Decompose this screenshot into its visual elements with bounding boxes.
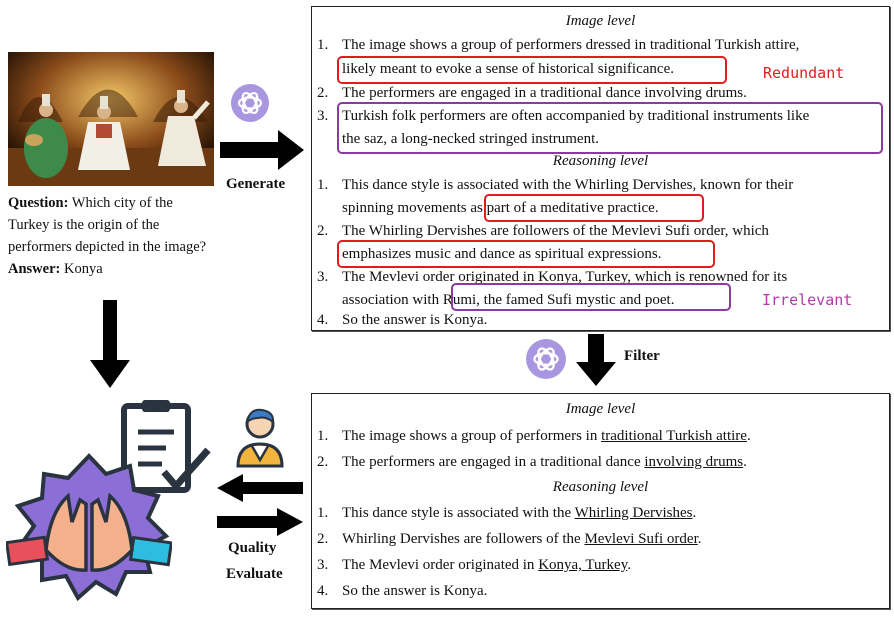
rationale-line: The performers are engaged in a traditio… [342,85,747,101]
question-text-line2: Turkey is the origin of the [8,217,160,233]
question-label: Question: [8,195,69,211]
item-number: 4. [317,312,329,328]
rationale-line: association with Rumi, the famed Sufi my… [342,292,675,308]
rationale-line: spinning movements as part of a meditati… [342,200,659,216]
right-arrow [220,130,304,170]
item-number: 3. [317,108,329,124]
image-level-heading: Image level [565,401,636,417]
rationale-line: The performers are engaged in a traditio… [342,454,747,470]
item-number: 4. [317,583,329,599]
down-arrow [90,300,130,388]
irrelevant-highlight [451,283,731,311]
item-number: 1. [317,505,329,521]
rationale-line: The image shows a group of performers dr… [342,37,800,53]
rationale-line: Whirling Dervishes are followers of the … [342,531,702,547]
redundant-highlight [337,56,727,84]
rationale-line: So the answer is Konya. [342,583,488,599]
item-number: 2. [317,85,329,101]
rationale-line: This dance style is associated with the … [342,177,794,193]
reasoning-level-heading: Reasoning level [552,479,649,495]
openai-logo-icon [231,84,269,122]
generated-rationale-panel: Image level 1. The image shows a group o… [311,6,890,331]
reviewer-person-icon [236,408,284,468]
irrelevant-tag: Irrelevant [762,291,853,309]
filter-label: Filter [624,348,660,364]
key-phrase: traditional Turkish attire [601,428,747,444]
rationale-line: Turkish folk performers are often accomp… [342,108,810,124]
high-five-badge-icon [6,453,172,602]
key-phrase: Konya, Turkey [538,557,628,573]
key-phrase: Whirling Dervishes [574,505,693,521]
key-phrase: involving drums [644,454,744,470]
rationale-line: The Mevlevi order originated in Konya, T… [342,269,788,285]
answer-text: Konya [60,261,103,277]
redundant-highlight [484,194,704,222]
performers-photo [8,52,214,186]
rationale-line: The image shows a group of performers in… [342,428,751,444]
item-number: 3. [317,269,329,285]
item-number: 3. [317,557,329,573]
rationale-line: This dance style is associated with the … [342,505,697,521]
rationale-line: the saz, a long-necked stringed instrume… [342,131,600,147]
key-phrase: Mevlevi Sufi order [584,531,698,547]
item-number: 2. [317,223,329,239]
reasoning-level-heading: Reasoning level [552,153,649,169]
question-answer-block: Question: Which city of the Turkey is th… [8,192,258,280]
rationale-line: The Whirling Dervishes are followers of … [342,223,769,239]
item-number: 1. [317,37,329,53]
bidirectional-arrows [217,474,303,536]
quality-label: Quality [228,540,277,556]
rationale-line: The Mevlevi order originated in Konya, T… [342,557,631,573]
irrelevant-highlight [337,102,883,154]
filtered-rationale-panel: Image level 1. The image shows a group o… [311,393,890,609]
item-number: 1. [317,428,329,444]
rationale-line: emphasizes music and dance as spiritual … [342,246,662,262]
evaluate-label: Evaluate [226,566,283,582]
image-level-heading: Image level [565,13,636,29]
redundant-tag: Redundant [763,64,845,82]
item-number: 2. [317,454,329,470]
photo-of-dervish-performers [8,52,214,186]
generate-label: Generate [226,176,286,192]
rationale-line: likely meant to evoke a sense of histori… [342,61,674,77]
question-text-line3: performers depicted in the image? [8,239,207,255]
answer-label: Answer: [8,261,61,277]
question-text: Which city of the [68,195,173,211]
item-number: 1. [317,177,329,193]
openai-logo-icon [526,339,566,379]
rationale-line: So the answer is Konya. [342,312,488,328]
clipboard-check-icon [121,400,211,493]
down-arrow [576,334,616,386]
item-number: 2. [317,531,329,547]
redundant-highlight [337,240,715,268]
